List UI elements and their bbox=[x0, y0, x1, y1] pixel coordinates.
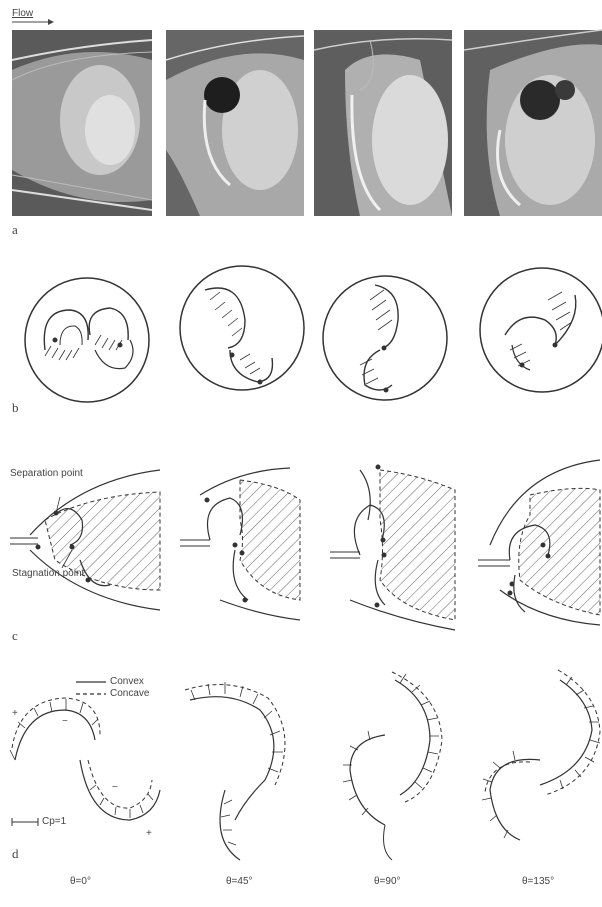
legend-convex-label: Convex bbox=[110, 676, 144, 687]
sketch-theta-45 bbox=[180, 266, 304, 390]
pressure-theta-45 bbox=[185, 682, 285, 860]
sign-minus-right: − bbox=[112, 782, 118, 793]
field-theta-135 bbox=[478, 460, 600, 625]
pressure-theta-135 bbox=[482, 670, 600, 840]
legend-concave-label: Concave bbox=[110, 688, 149, 699]
field-theta-90 bbox=[330, 465, 455, 630]
angle-theta-90: θ=90° bbox=[374, 876, 401, 887]
sign-minus-left: − bbox=[62, 716, 68, 727]
pressure-theta-90 bbox=[343, 672, 442, 860]
row-label-a: a bbox=[12, 222, 18, 238]
field-theta-45 bbox=[180, 468, 300, 620]
stagnation-point-label: Stagnation point bbox=[12, 568, 84, 579]
sketch-theta-90 bbox=[323, 276, 447, 400]
photo-theta-0 bbox=[12, 30, 152, 216]
flow-arrow bbox=[12, 19, 54, 25]
angle-theta-135: θ=135° bbox=[522, 876, 554, 887]
angle-theta-0: θ=0° bbox=[70, 876, 91, 887]
field-theta-0 bbox=[10, 470, 160, 610]
sign-plus-right: + bbox=[146, 828, 152, 839]
cp-scale-label: Cp=1 bbox=[42, 816, 66, 827]
photo-theta-90 bbox=[314, 30, 452, 216]
row-label-b: b bbox=[12, 400, 19, 416]
sign-plus-left: + bbox=[12, 708, 18, 719]
photo-theta-135 bbox=[464, 30, 602, 216]
pressure-theta-0 bbox=[10, 698, 160, 826]
separation-point-label: Separation point bbox=[10, 468, 83, 479]
photo-theta-45 bbox=[166, 30, 304, 216]
row-label-d: d bbox=[12, 846, 19, 862]
row-label-c: c bbox=[12, 628, 18, 644]
angle-theta-45: θ=45° bbox=[226, 876, 253, 887]
sketch-theta-135 bbox=[480, 268, 602, 392]
sketch-theta-0 bbox=[25, 278, 149, 402]
